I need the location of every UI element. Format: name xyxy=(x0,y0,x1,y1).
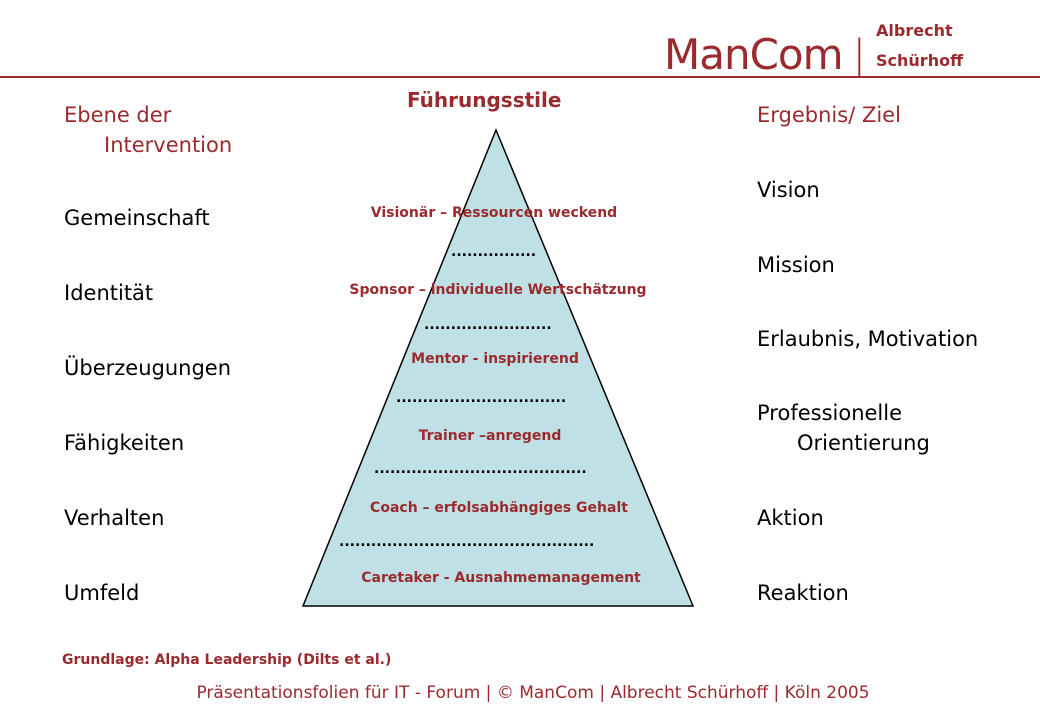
pyramid-shape xyxy=(301,128,695,607)
divider-dots-1: ................ xyxy=(451,244,537,260)
level-ueberzeugungen: Überzeugungen xyxy=(64,356,232,380)
level-label-trainer: Trainer –anregend xyxy=(418,428,562,444)
level-gemeinschaft: Gemeinschaft xyxy=(64,206,210,230)
header-rule xyxy=(0,76,1040,78)
intervention-header-line2: Intervention xyxy=(104,133,233,157)
level-verhalten: Verhalten xyxy=(64,506,165,530)
pyramid-triangle xyxy=(301,128,695,607)
divider-dots-2: ........................ xyxy=(424,317,552,333)
logo-brand: ManCom xyxy=(664,30,844,79)
level-label-coach: Coach – erfolsabhängiges Gehalt xyxy=(370,500,628,516)
divider-dots-3: ................................ xyxy=(396,390,567,406)
logo-author: Albrecht Schürhoff xyxy=(876,21,964,70)
result-professionelle: Professionelle xyxy=(757,401,903,425)
source-note: Grundlage: Alpha Leadership (Dilts et al… xyxy=(62,652,392,668)
level-umfeld: Umfeld xyxy=(64,581,140,605)
logo-separator: | xyxy=(852,32,867,78)
result-reaktion: Reaktion xyxy=(757,581,849,605)
level-identitaet: Identität xyxy=(64,281,154,305)
level-faehigkeiten: Fähigkeiten xyxy=(64,431,185,455)
divider-dots-4: ........................................ xyxy=(374,461,587,477)
result-aktion: Aktion xyxy=(757,506,824,530)
result-orientierung: Orientierung xyxy=(797,431,930,455)
diagram-title: Führungsstile xyxy=(407,88,562,112)
intervention-header-line1: Ebene der xyxy=(64,103,172,127)
result-erlaubnis-motivation: Erlaubnis, Motivation xyxy=(757,327,979,351)
mancom-logo: ManCom | Albrecht Schürhoff xyxy=(664,21,1040,79)
divider-dots-5: ........................................… xyxy=(339,534,595,550)
result-mission: Mission xyxy=(757,253,835,277)
result-vision: Vision xyxy=(757,178,820,202)
footer: Präsentationsfolien für IT - Forum | © M… xyxy=(196,683,870,703)
level-label-sponsor: Sponsor – individuelle Wertschätzung xyxy=(349,282,647,298)
level-label-visionaer: Visionär – Ressourcen weckend xyxy=(370,205,618,221)
level-label-mentor: Mentor - inspirierend xyxy=(411,351,579,367)
result-header: Ergebnis/ Ziel xyxy=(757,103,901,127)
level-label-caretaker: Caretaker - Ausnahmemanagement xyxy=(361,570,641,586)
